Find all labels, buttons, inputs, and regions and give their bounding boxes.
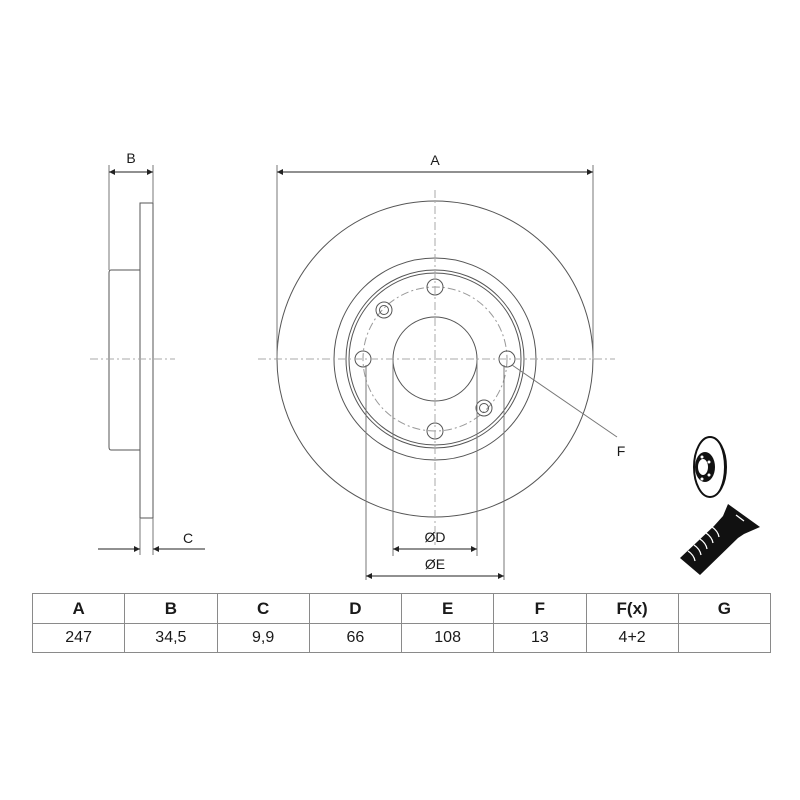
dimension-d: ØD: [393, 529, 477, 552]
value-c: 9,9: [216, 623, 310, 653]
side-view: [90, 165, 175, 555]
dim-e-label: ØE: [425, 556, 445, 572]
screw-holes: [375, 301, 493, 417]
dim-c-label: C: [183, 530, 193, 546]
dimension-b: B: [109, 150, 153, 175]
value-g: [677, 623, 772, 653]
part-icons: [680, 436, 760, 575]
header-fx: F(x): [585, 593, 679, 624]
spec-table: A B C D E F F(x) G 247 34,5 9,9 66 108 1…: [31, 593, 772, 653]
front-view: [258, 165, 618, 580]
spec-header-row: A B C D E F F(x) G: [31, 593, 772, 624]
value-f: 13: [493, 623, 587, 653]
dim-d-label: ØD: [425, 529, 446, 545]
dim-f-label: F: [617, 443, 626, 459]
dimension-a: A: [277, 152, 593, 175]
value-d: 66: [308, 623, 403, 653]
technical-drawing: B C: [90, 150, 626, 580]
header-d: D: [308, 593, 403, 624]
dim-a-label: A: [430, 152, 440, 168]
value-a: 247: [31, 623, 126, 653]
dimension-c: C: [98, 530, 205, 552]
brake-disc-icon: [693, 436, 727, 498]
header-f: F: [493, 593, 587, 624]
header-b: B: [124, 593, 218, 624]
header-g: G: [677, 593, 772, 624]
dimension-e: ØE: [366, 556, 504, 579]
dim-b-label: B: [126, 150, 135, 166]
value-e: 108: [400, 623, 495, 653]
header-a: A: [31, 593, 126, 624]
value-fx: 4+2: [585, 623, 679, 653]
countersunk-screw-icon: [680, 504, 760, 575]
spec-value-row: 247 34,5 9,9 66 108 13 4+2: [31, 623, 772, 653]
header-e: E: [400, 593, 495, 624]
value-b: 34,5: [124, 623, 218, 653]
header-c: C: [216, 593, 310, 624]
